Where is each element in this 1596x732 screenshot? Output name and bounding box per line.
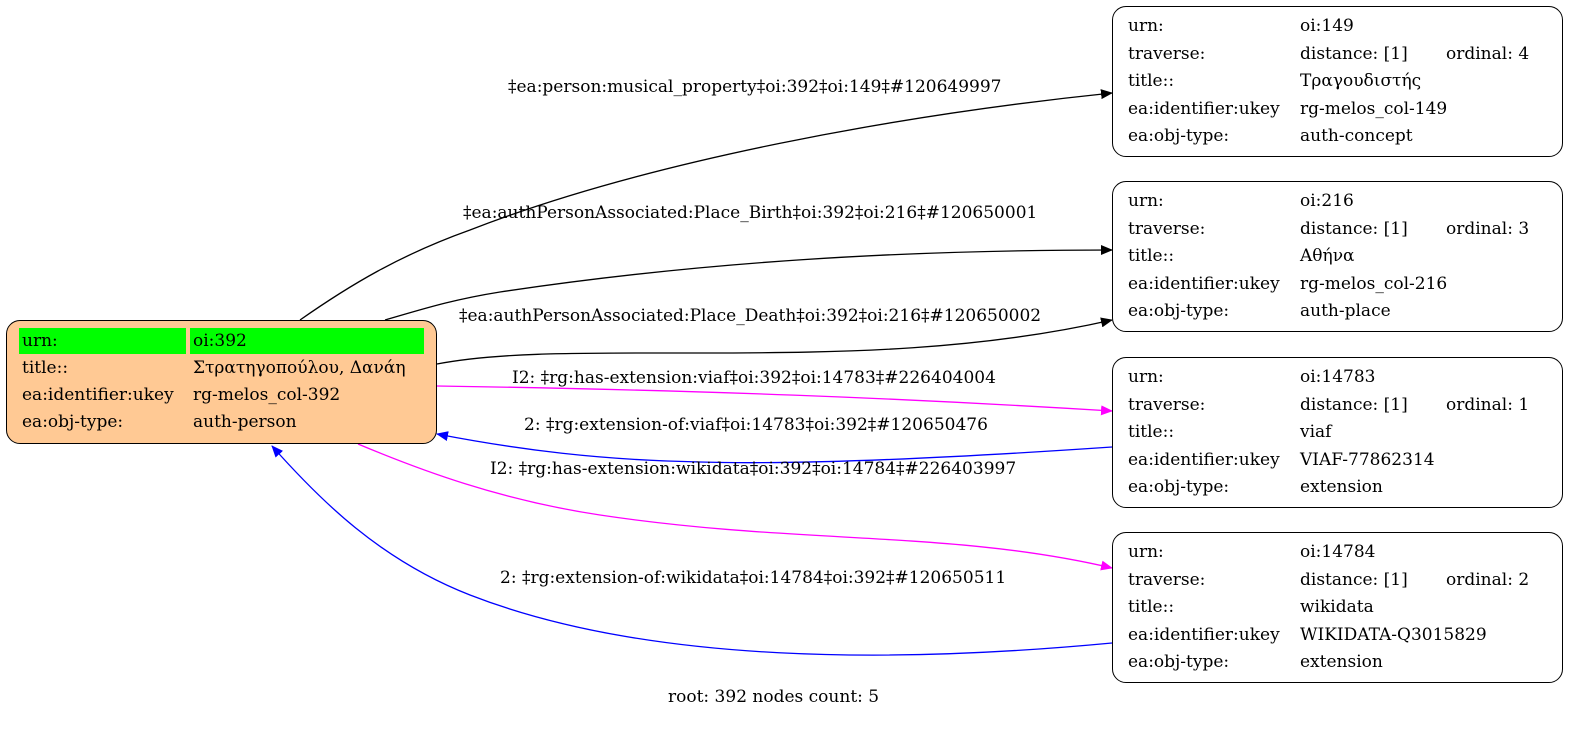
edge-label-place-birth: ‡ea:authPersonAssociated:Place_Birth‡oi:…	[463, 203, 1038, 223]
root-title-value: Στρατηγοπούλου, Δανάη	[193, 358, 406, 378]
node-ukey-key: ea:identifier:ukey	[1128, 273, 1280, 294]
node-obj-type-value: extension	[1300, 652, 1383, 672]
node-urn-value: oi:14783	[1300, 367, 1376, 387]
edge-label-place-death: ‡ea:authPersonAssociated:Place_Death‡oi:…	[459, 306, 1042, 326]
root-ukey-key: ea:identifier:ukey	[22, 385, 174, 405]
edge-has-extension-viaf	[436, 385, 1113, 416]
node-ordinal-value: ordinal: 4	[1446, 43, 1530, 64]
node-traverse-value: distance: [1]	[1300, 43, 1408, 64]
root-ukey-value: rg-melos_col-392	[193, 385, 341, 405]
node-ukey-value: VIAF-77862314	[1300, 449, 1435, 470]
node-urn-key: urn:	[1128, 367, 1164, 387]
root-urn-value-cell: oi:392	[190, 328, 424, 354]
edge-label-has-extension-viaf: I2: ‡rg:has-extension:viaf‡oi:392‡oi:147…	[512, 368, 996, 388]
edge-label-musical-property: ‡ea:person:musical_property‡oi:392‡oi:14…	[508, 77, 1002, 97]
edge-musical-property	[299, 89, 1113, 321]
root-urn-value: oi:392	[193, 331, 247, 351]
node-title-key: title::	[1128, 71, 1175, 91]
node-urn-key: urn:	[1128, 16, 1164, 36]
edge-label-has-extension-wikidata: I2: ‡rg:has-extension:wikidata‡oi:392‡oi…	[490, 459, 1017, 479]
edge-extension-of-wikidata	[271, 445, 1113, 656]
node-traverse-key: traverse:	[1128, 569, 1206, 590]
node-title-value: viaf	[1300, 422, 1332, 442]
node-urn-key: urn:	[1128, 542, 1164, 562]
node-ukey-key: ea:identifier:ukey	[1128, 449, 1280, 470]
node-oi-216[interactable]: urn: oi:216 traverse: distance: [1] ordinal:…	[1112, 181, 1563, 332]
root-objtype-value: auth-person	[193, 412, 297, 432]
root-node[interactable]: urn: oi:392 title:: Στρατηγοπούλου, Δανά…	[6, 320, 437, 444]
node-traverse-value: distance: [1]	[1300, 569, 1408, 590]
node-traverse-value: distance: [1]	[1300, 394, 1408, 415]
node-ukey-value: rg-melos_col-216	[1300, 273, 1448, 294]
root-urn-key-cell: urn:	[19, 328, 186, 354]
node-ordinal-value: ordinal: 3	[1446, 218, 1530, 239]
node-traverse-key: traverse:	[1128, 394, 1206, 415]
node-traverse-value: distance: [1]	[1300, 218, 1408, 239]
node-obj-type-key: ea:obj-type:	[1128, 477, 1230, 497]
node-obj-type-key: ea:obj-type:	[1128, 301, 1230, 321]
edge-label-extension-of-wikidata: 2: ‡rg:extension-of:wikidata‡oi:14784‡oi…	[500, 568, 1007, 588]
node-ukey-value: rg-melos_col-149	[1300, 98, 1448, 119]
graph-footer: root: 392 nodes count: 5	[668, 687, 880, 707]
node-title-key: title::	[1128, 597, 1175, 617]
node-urn-value: oi:14784	[1300, 542, 1376, 562]
node-title-value: Αθήνα	[1300, 246, 1355, 266]
node-urn-key: urn:	[1128, 191, 1164, 211]
node-title-value: wikidata	[1300, 597, 1374, 617]
edge-place-death	[436, 317, 1113, 365]
node-title-key: title::	[1128, 246, 1175, 266]
edge-place-birth	[384, 245, 1113, 321]
node-oi-14784[interactable]: urn: oi:14784 traverse: distance: [1] ordina…	[1112, 532, 1563, 683]
root-objtype-key: ea:obj-type:	[22, 412, 124, 432]
node-urn-value: oi:216	[1300, 191, 1354, 211]
edge-extension-of-viaf	[436, 431, 1113, 464]
root-urn-key: urn:	[22, 331, 58, 351]
node-ukey-value: WIKIDATA-Q3015829	[1300, 624, 1487, 645]
edge-has-extension-wikidata	[357, 443, 1113, 571]
node-ukey-key: ea:identifier:ukey	[1128, 624, 1280, 645]
node-obj-type-value: auth-place	[1300, 301, 1391, 321]
node-title-key: title::	[1128, 422, 1175, 442]
node-ordinal-value: ordinal: 2	[1446, 569, 1530, 590]
node-oi-14783[interactable]: urn: oi:14783 traverse: distance: [1] ordina…	[1112, 357, 1563, 508]
node-oi-149[interactable]: urn: oi:149 traverse: distance: [1] ordinal:…	[1112, 6, 1563, 157]
node-title-value: Τραγουδιστής	[1300, 71, 1422, 91]
node-obj-type-value: auth-concept	[1300, 126, 1413, 146]
node-obj-type-value: extension	[1300, 477, 1383, 497]
node-obj-type-key: ea:obj-type:	[1128, 652, 1230, 672]
node-urn-value: oi:149	[1300, 16, 1354, 36]
edge-label-extension-of-viaf: 2: ‡rg:extension-of:viaf‡oi:14783‡oi:392…	[524, 415, 988, 435]
node-traverse-key: traverse:	[1128, 43, 1206, 64]
node-obj-type-key: ea:obj-type:	[1128, 126, 1230, 146]
root-title-key: title::	[22, 358, 69, 378]
node-ordinal-value: ordinal: 1	[1446, 394, 1530, 415]
node-ukey-key: ea:identifier:ukey	[1128, 98, 1280, 119]
node-traverse-key: traverse:	[1128, 218, 1206, 239]
